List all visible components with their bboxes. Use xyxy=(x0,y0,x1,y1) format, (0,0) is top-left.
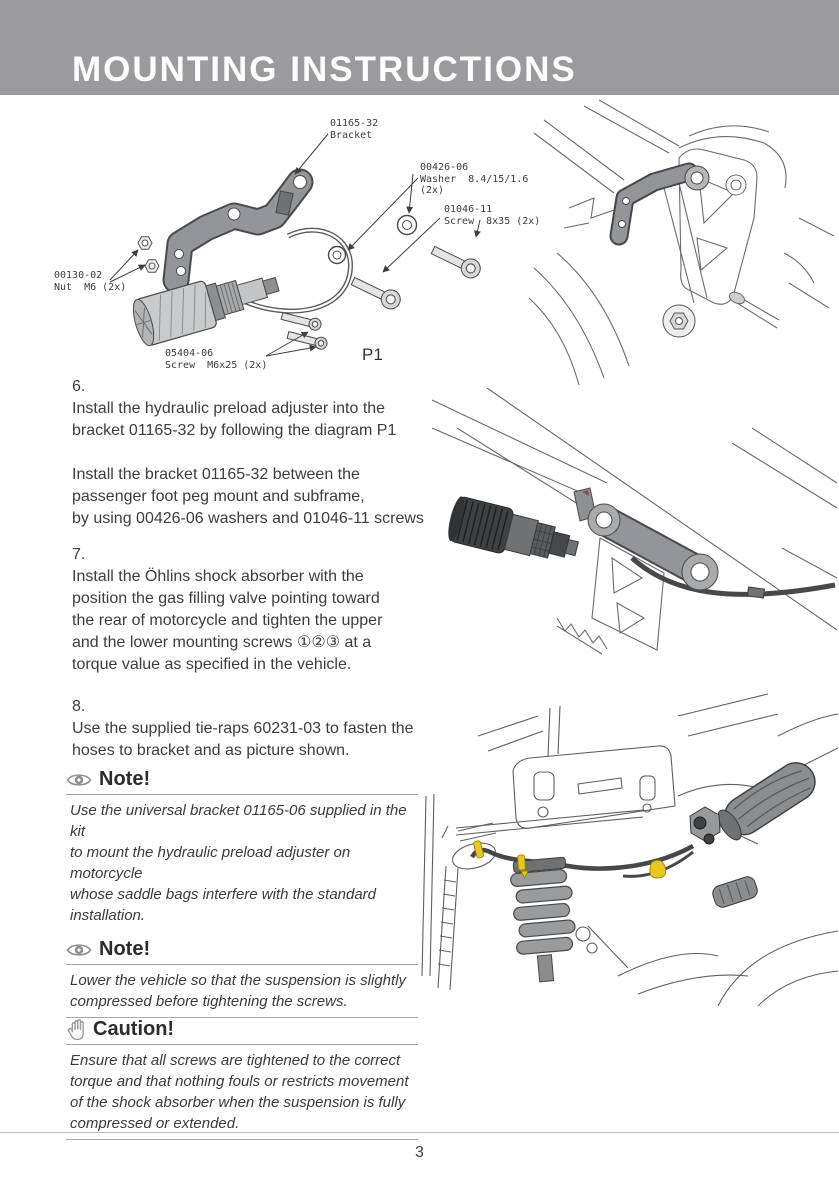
p1-diagram-art xyxy=(109,133,481,357)
step-6-text: Install the hydraulic preload adjuster i… xyxy=(72,400,424,527)
step-8-number: 8. xyxy=(72,698,86,715)
eye-icon xyxy=(66,773,92,786)
eye-icon xyxy=(66,943,92,956)
page-number: 3 xyxy=(415,1144,424,1161)
caution-text: Ensure that all screws are tightened to … xyxy=(66,1050,418,1140)
note-2-text: Lower the vehicle so that the suspension… xyxy=(66,970,418,1018)
note-1-title: Note! xyxy=(99,768,151,790)
label-nut: 00130-02 Nut M6 (2x) xyxy=(54,270,127,293)
illustration-bracket-on-frame xyxy=(529,99,835,386)
caution: Caution! Ensure that all screws are tigh… xyxy=(66,1018,418,1140)
step-7-text: Install the Öhlins shock absorber with t… xyxy=(72,568,383,673)
step-6-number: 6. xyxy=(72,378,86,395)
label-screw-8x35: 01046-11 Screw 8x35 (2x) xyxy=(444,204,541,227)
note-2-header: Note! xyxy=(66,938,418,965)
step-8-text: Use the supplied tie-raps 60231-03 to fa… xyxy=(72,720,414,759)
step-7: 7. Install the Öhlins shock absorber wit… xyxy=(72,544,467,676)
note-1-text: Use the universal bracket 01165-06 suppl… xyxy=(70,802,407,924)
hand-icon xyxy=(67,1018,84,1040)
note-1: Note! Use the universal bracket 01165-06… xyxy=(66,768,418,926)
step-7-number: 7. xyxy=(72,546,86,563)
caution-header: Caution! xyxy=(66,1018,418,1045)
caution-title: Caution! xyxy=(93,1018,175,1040)
note-2: Note! Lower the vehicle so that the susp… xyxy=(66,938,418,1018)
label-washer: 00426-06 Washer 8.4/15/1.6 (2x) xyxy=(420,162,529,196)
footer-rule xyxy=(0,1132,839,1133)
p1-exploded-diagram: 01165-32 Bracket 00426-06 Washer 8.4/15/… xyxy=(50,104,550,384)
step-8: 8. Use the supplied tie-raps 60231-03 to… xyxy=(72,696,467,762)
diagram-caption-p1: P1 xyxy=(362,345,383,364)
label-screw-m6x25: 05404-06 Screw M6x25 (2x) xyxy=(165,348,268,371)
illustration-adjuster-installed xyxy=(432,388,838,655)
note-2-title: Note! xyxy=(99,938,151,960)
step-6: 6. Install the hydraulic preload adjuste… xyxy=(72,376,467,530)
note-1-header: Note! xyxy=(66,768,418,795)
page-title: MOUNTING INSTRUCTIONS xyxy=(72,50,577,89)
illustration-shock-tie-raps xyxy=(421,693,839,1006)
header-band: MOUNTING INSTRUCTIONS xyxy=(0,0,839,95)
label-bracket: 01165-32 Bracket xyxy=(330,118,379,141)
